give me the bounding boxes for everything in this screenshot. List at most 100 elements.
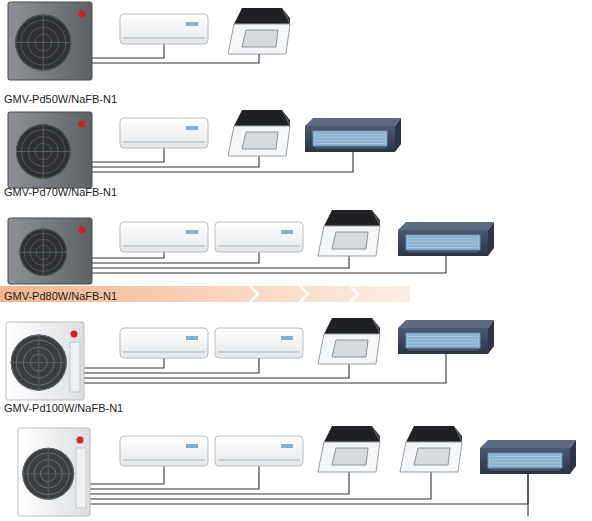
duct-slat <box>408 338 478 339</box>
cassette-unit <box>318 210 380 256</box>
wall-unit <box>120 118 208 148</box>
duct-slat <box>408 341 478 342</box>
wall-unit <box>120 436 208 466</box>
cassette-panel <box>318 442 380 472</box>
fan-grille <box>43 14 44 70</box>
duct-side <box>488 222 494 256</box>
pipe-line <box>90 472 349 494</box>
model-label: GMV-Pd70W/NaFB-N1 <box>4 186 117 199</box>
duct-front <box>305 126 395 152</box>
fan-grille <box>38 334 39 390</box>
outdoor-body <box>8 2 92 80</box>
duct-slat <box>408 252 478 253</box>
cassette-body-side <box>282 8 290 24</box>
wall-unit <box>215 436 303 466</box>
cassette-body <box>234 110 290 126</box>
band-chevron <box>300 286 308 302</box>
pipe-line <box>90 466 164 484</box>
cassette-body <box>324 318 380 334</box>
fan-grille <box>43 124 44 179</box>
duct-front <box>398 328 488 354</box>
cassette-body-side <box>372 318 380 334</box>
wall-body <box>215 436 303 466</box>
duct-side <box>488 320 494 354</box>
duct-slat <box>408 237 478 238</box>
pipe-line <box>84 358 164 368</box>
duct-slat <box>490 455 560 456</box>
cassette-grille <box>332 448 368 465</box>
duct-slat <box>315 133 385 134</box>
pipe-line <box>527 474 528 516</box>
duct-front <box>398 230 488 256</box>
cassette-body <box>406 426 462 442</box>
outdoor-body <box>18 428 90 516</box>
fan-disc <box>16 124 71 179</box>
wall-vane <box>218 246 300 247</box>
wall-body <box>120 222 208 252</box>
fan-grille <box>48 448 49 500</box>
cassette-unit <box>318 426 380 472</box>
fan-grille <box>11 335 66 390</box>
fan-grille <box>16 125 70 179</box>
cassette-body <box>324 210 380 226</box>
fan-disc <box>11 334 67 390</box>
duct-unit <box>398 320 494 354</box>
units <box>6 2 576 516</box>
cassette-body-side <box>282 110 290 126</box>
fan-grille <box>23 448 74 499</box>
cassette-unit <box>228 110 290 156</box>
cassette-panel <box>318 334 380 364</box>
cassette-body <box>324 426 380 442</box>
duct-side <box>395 118 401 152</box>
wall-body <box>120 436 208 466</box>
pipe-line <box>90 472 431 499</box>
duct-slat <box>408 335 478 336</box>
band-chevron <box>350 286 358 302</box>
wall-vane <box>123 352 205 353</box>
pipe-line <box>92 256 446 273</box>
cassette-grille <box>332 340 368 357</box>
duct-side <box>570 440 576 474</box>
wall-unit <box>215 328 303 358</box>
cassette-body-side <box>454 426 462 442</box>
duct-slat <box>408 249 478 250</box>
duct-grille <box>313 131 387 146</box>
wall-display <box>186 22 198 26</box>
wall-display <box>186 336 198 340</box>
wall-unit <box>215 222 303 252</box>
outdoor-body <box>8 112 92 188</box>
duct-slat <box>315 145 385 146</box>
wall-display <box>186 230 198 234</box>
outdoor-unit <box>8 218 92 284</box>
wall-display <box>186 126 198 130</box>
brand-logo <box>79 227 86 234</box>
wall-vane <box>218 352 300 353</box>
duct-top <box>305 118 401 126</box>
outdoor-unit <box>6 322 84 400</box>
duct-grille <box>406 333 480 348</box>
duct-slat <box>408 344 478 345</box>
duct-grille <box>488 453 562 468</box>
wall-body <box>120 14 208 44</box>
wall-vane <box>123 38 205 39</box>
pipe-line <box>90 474 528 504</box>
duct-slat <box>490 467 560 468</box>
side-panel <box>70 342 80 392</box>
wall-display <box>186 444 198 448</box>
wall-display <box>281 444 293 448</box>
duct-slat <box>408 243 478 244</box>
wall-vane <box>123 142 205 143</box>
duct-unit <box>305 118 401 152</box>
duct-slat <box>408 240 478 241</box>
duct-slat <box>490 458 560 459</box>
fan-disc <box>22 448 74 500</box>
pipe-line <box>92 148 164 162</box>
wall-body <box>120 118 208 148</box>
wall-vane <box>123 460 205 461</box>
duct-slat <box>408 246 478 247</box>
fan-grille <box>20 229 67 276</box>
cassette-unit <box>228 8 290 54</box>
wall-unit <box>120 14 208 44</box>
wall-body <box>215 328 303 358</box>
